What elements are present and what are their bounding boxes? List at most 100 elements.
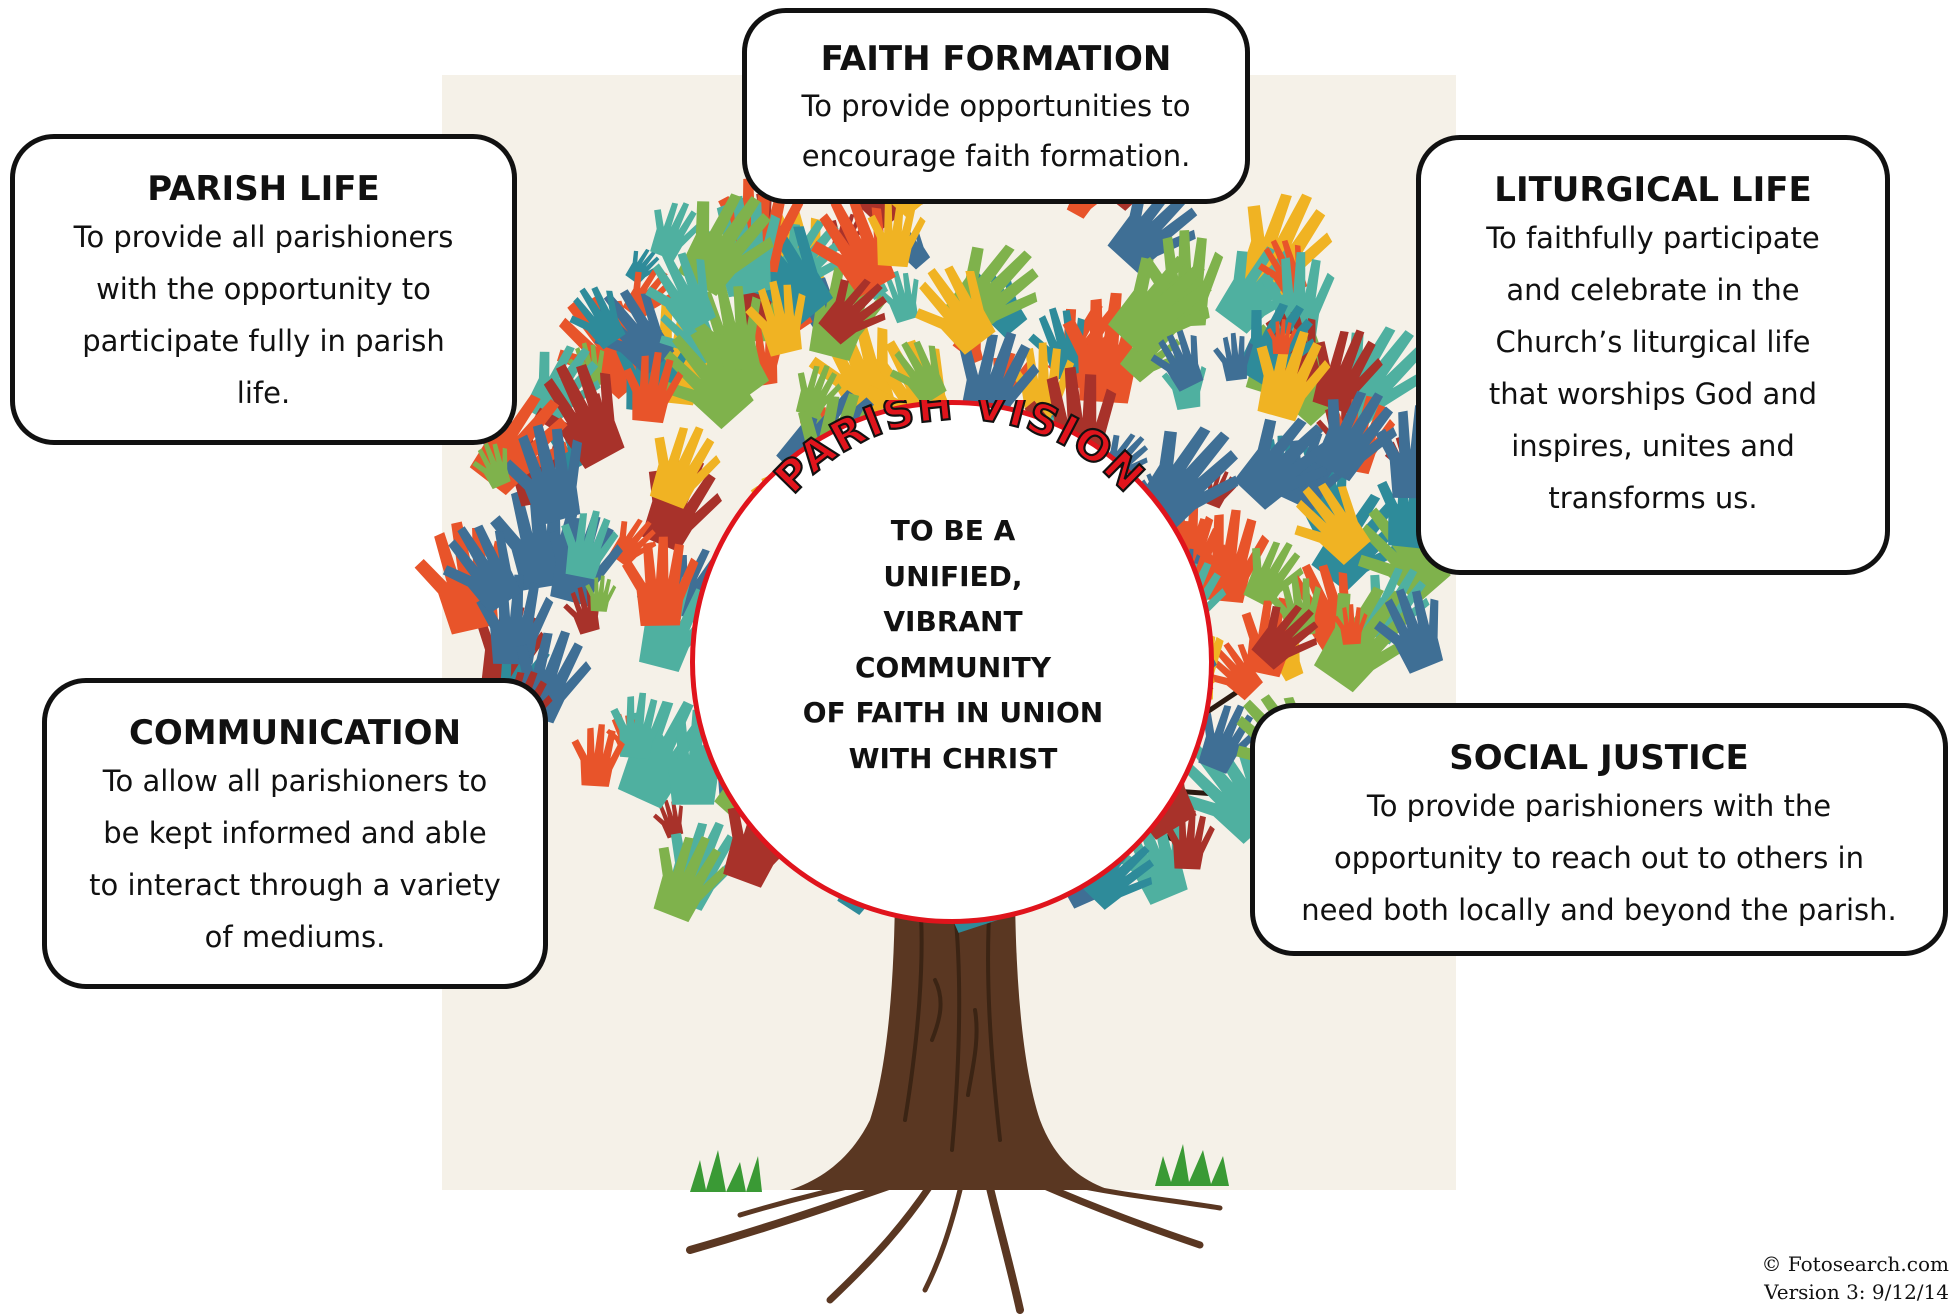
hand-print-icon bbox=[877, 270, 919, 324]
hand-print-icon bbox=[476, 574, 554, 665]
hand-print-icon bbox=[1164, 810, 1215, 870]
card-line: inspires, unites and bbox=[1511, 429, 1795, 463]
hand-print-icon bbox=[686, 281, 761, 376]
vision-line: UNIFIED, bbox=[883, 559, 1023, 593]
card-line: To provide parishioners with the bbox=[1366, 789, 1832, 823]
card-line: To provide opportunities to bbox=[801, 89, 1191, 123]
hand-print-icon bbox=[1108, 255, 1212, 357]
hand-print-icon bbox=[652, 799, 684, 839]
hand-print-icon bbox=[1333, 604, 1368, 645]
hand-print-icon bbox=[867, 198, 926, 268]
hand-print-icon bbox=[561, 510, 619, 580]
card-description: To allow all parishioners to be kept inf… bbox=[69, 755, 521, 963]
card-line: to interact through a variety bbox=[89, 868, 501, 902]
vision-line: OF FAITH IN UNION bbox=[802, 696, 1104, 729]
vision-line: WITH CHRIST bbox=[848, 741, 1058, 775]
hand-print-icon bbox=[1208, 642, 1263, 701]
vision-statement: TO BE A UNIFIED, VIBRANT COMMUNITY OF FA… bbox=[768, 508, 1138, 781]
hand-print-icon bbox=[818, 278, 888, 345]
hand-print-icon bbox=[1081, 840, 1154, 910]
card-line: of mediums. bbox=[204, 920, 386, 954]
card-title: LITURGICAL LIFE bbox=[1494, 170, 1812, 210]
hand-print-icon bbox=[1294, 482, 1371, 566]
hand-print-icon bbox=[609, 518, 657, 567]
card-line: with the opportunity to bbox=[96, 272, 431, 306]
hand-print-icon bbox=[795, 364, 842, 420]
card-description: To provide all parishioners with the opp… bbox=[37, 211, 490, 419]
hand-print-icon bbox=[1312, 329, 1383, 414]
vision-line: VIBRANT bbox=[883, 605, 1023, 638]
card-line: To faithfully participate bbox=[1486, 221, 1820, 255]
hand-print-icon bbox=[621, 536, 699, 627]
hand-print-icon bbox=[502, 424, 583, 526]
vision-line: COMMUNITY bbox=[854, 650, 1052, 684]
parish-vision-heading: PARISH VISION bbox=[764, 400, 1155, 504]
card-line: encourage faith formation. bbox=[801, 139, 1191, 173]
card-title: SOCIAL JUSTICE bbox=[1449, 738, 1749, 778]
hand-print-icon bbox=[610, 692, 667, 760]
hand-print-icon bbox=[524, 345, 601, 427]
grass-left bbox=[690, 1150, 762, 1192]
version-text: Version 3: 9/12/14 bbox=[1764, 1280, 1949, 1304]
hand-print-icon bbox=[534, 363, 625, 470]
footer-credits: © Fotosearch.com Version 3: 9/12/14 bbox=[1762, 1250, 1950, 1306]
hand-print-icon bbox=[1266, 319, 1298, 355]
hand-print-icon bbox=[1119, 323, 1181, 383]
parish-vision-heading-text: PARISH VISION bbox=[764, 400, 1154, 504]
communication-card: COMMUNICATION To allow all parishioners … bbox=[42, 678, 548, 989]
hand-print-icon bbox=[645, 252, 716, 335]
hand-print-icon bbox=[1374, 588, 1444, 674]
card-line: life. bbox=[236, 376, 291, 410]
tree-trunk bbox=[790, 880, 1110, 1190]
card-line: opportunity to reach out to others in bbox=[1333, 841, 1864, 875]
hand-print-icon bbox=[625, 248, 660, 285]
hand-print-icon bbox=[585, 575, 617, 612]
card-title: PARISH LIFE bbox=[147, 169, 380, 209]
card-description: To provide opportunities to encourage fa… bbox=[769, 81, 1223, 181]
liturgical-life-card: LITURGICAL LIFE To faithfully participat… bbox=[1416, 135, 1890, 575]
hand-print-icon bbox=[649, 426, 721, 509]
copyright-text: © Fotosearch.com bbox=[1761, 1252, 1950, 1276]
hand-print-icon bbox=[1233, 417, 1330, 510]
hand-print-icon bbox=[662, 330, 754, 430]
hand-print-icon bbox=[623, 351, 684, 424]
hand-print-icon bbox=[442, 524, 522, 614]
card-description: To provide parishioners with the opportu… bbox=[1277, 780, 1921, 936]
card-line: transforms us. bbox=[1548, 481, 1758, 515]
hand-print-icon bbox=[653, 836, 728, 923]
parish-life-card: PARISH LIFE To provide all parishioners … bbox=[10, 134, 517, 445]
card-line: need both locally and beyond the parish. bbox=[1301, 893, 1897, 927]
faith-formation-card: FAITH FORMATION To provide opportunities… bbox=[742, 8, 1250, 204]
vision-line: TO BE A bbox=[890, 514, 1016, 547]
hand-print-icon bbox=[1251, 604, 1319, 670]
card-line: that worships God and bbox=[1488, 377, 1818, 411]
card-line: be kept informed and able bbox=[103, 816, 487, 850]
hand-print-icon bbox=[1243, 541, 1304, 608]
svg-text:PARISH VISION: PARISH VISION bbox=[765, 400, 1155, 502]
hand-print-icon bbox=[745, 280, 806, 357]
card-title: COMMUNICATION bbox=[128, 713, 462, 753]
hand-print-icon bbox=[1107, 185, 1198, 273]
card-line: Church’s liturgical life bbox=[1495, 325, 1811, 359]
tree-roots bbox=[686, 1177, 1223, 1314]
hand-print-icon bbox=[571, 724, 625, 787]
card-line: and celebrate in the bbox=[1506, 273, 1800, 307]
card-title: FAITH FORMATION bbox=[820, 39, 1172, 79]
hand-print-icon bbox=[569, 286, 626, 350]
bark-lines bbox=[903, 898, 1002, 1152]
hand-print-icon bbox=[1256, 330, 1331, 422]
hand-print-icon bbox=[1150, 328, 1204, 392]
hand-print-icon bbox=[1314, 390, 1398, 482]
hand-print-icon bbox=[472, 442, 511, 490]
parish-vision-circle bbox=[690, 400, 1214, 924]
hand-print-icon bbox=[889, 340, 947, 406]
card-line: participate fully in parish bbox=[82, 324, 445, 358]
social-justice-card: SOCIAL JUSTICE To provide parishioners w… bbox=[1250, 703, 1948, 956]
card-line: To allow all parishioners to bbox=[102, 764, 488, 798]
grass-right bbox=[1155, 1144, 1229, 1186]
hand-print-icon bbox=[1213, 332, 1254, 382]
card-line: To provide all parishioners bbox=[73, 220, 454, 254]
hand-print-icon bbox=[915, 265, 996, 355]
card-description: To faithfully participate and celebrate … bbox=[1443, 212, 1863, 524]
hand-print-icon bbox=[650, 202, 701, 261]
